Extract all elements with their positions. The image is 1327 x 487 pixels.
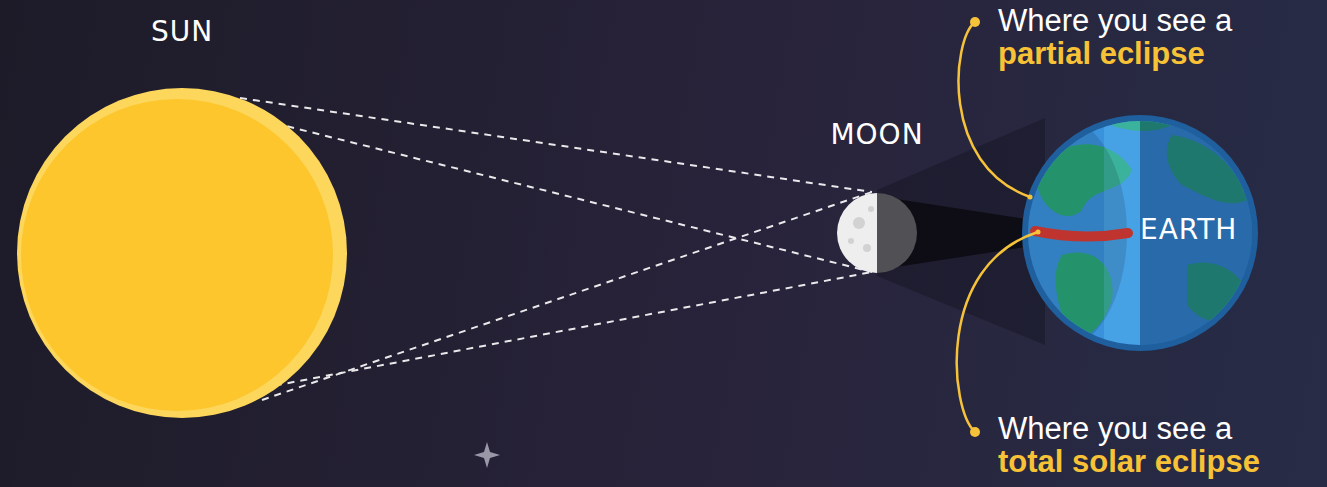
sun-circle-shape (17, 88, 347, 418)
callout-group: Where you see atotal solar eclipse (998, 412, 1260, 479)
callout-group: Where you see apartial eclipse (998, 4, 1232, 71)
earth-circle: EARTH (1022, 115, 1258, 351)
body-name: MOON (830, 118, 923, 151)
callout-label: Where you see a (998, 4, 1232, 37)
moon-circle-shape (837, 193, 917, 273)
callout-label: partial eclipse (998, 37, 1205, 70)
callout-label: total solar eclipse (998, 445, 1260, 478)
sun-circle: SUN (17, 88, 347, 418)
callout-label: Where you see a (998, 412, 1232, 445)
body-name: EARTH (1140, 213, 1237, 246)
body-name: SUN (151, 15, 213, 48)
moon-circle: MOON (837, 193, 917, 273)
